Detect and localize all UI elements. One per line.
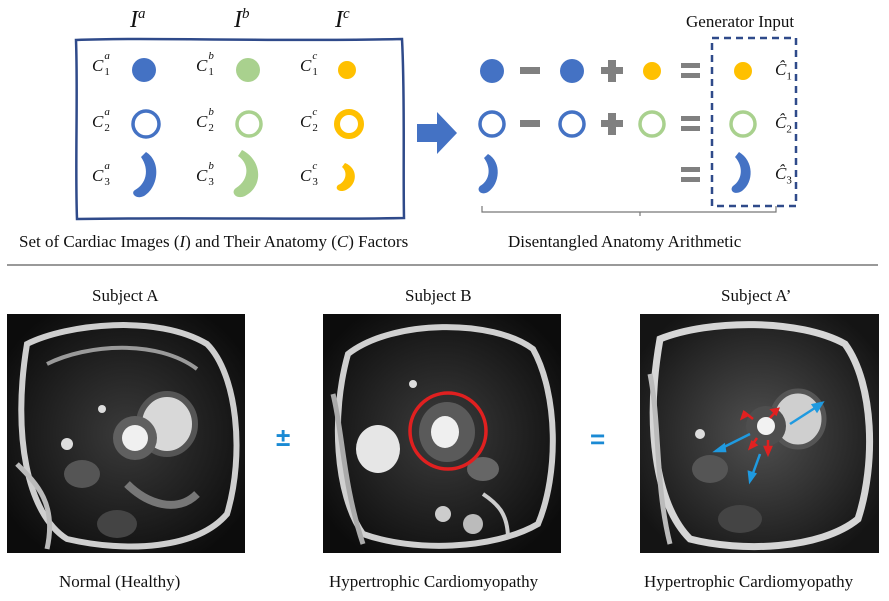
row3-operand-a [478,154,498,194]
mri-subject-a-prime [640,314,879,553]
row1-plus [601,60,623,82]
row1-operand-b [560,59,584,83]
subject-a-prime-title: Subject A’ [721,286,792,305]
row2-operand-b [558,110,586,138]
row2-minus [520,120,540,127]
myocardium-shape-b [236,58,260,82]
ring-shape-c [334,109,364,139]
crescent-shape-a [133,152,157,198]
subject-b-title: Subject B [405,286,472,305]
anatomy-shapes [131,58,364,198]
arithmetic-shapes [478,36,798,216]
section-divider [7,264,878,266]
caption-hcm-a-prime: Hypertrophic Cardiomyopathy [644,572,854,591]
transform-arrow [417,112,457,154]
caption-hcm-b: Hypertrophic Cardiomyopathy [329,572,539,591]
row2-operand-a [478,110,506,138]
equals-operator: = [590,424,606,454]
hat-label-c2: Ĉ2 [775,113,792,136]
wall-thickening-arrows [739,407,780,458]
row3-equals [681,167,700,182]
row1-result [734,62,752,80]
arithmetic-caption: Disentangled Anatomy Arithmetic [508,232,742,251]
generator-input-box [710,36,798,208]
row2-operand-c [638,110,666,138]
hcm-highlight-circle [408,391,488,471]
generator-input-label: Generator Input [686,12,795,31]
row2-plus [601,113,623,135]
crescent-shape-b [233,150,259,198]
crescent-shape-c [336,163,355,192]
subject-a-title: Subject A [92,286,159,305]
outward-expansion-arrows [712,401,825,485]
ring-shape-a [131,109,161,139]
ring-shape-b [235,110,263,138]
row1-operand-c [643,62,661,80]
column-header-b: Ib [234,6,250,33]
caption-normal: Normal (Healthy) [59,572,181,591]
hat-label-c1: Ĉ1 [775,60,792,83]
myocardium-shape-a [132,58,156,82]
row1-minus [520,67,540,74]
image-set-caption: Set of Cardiac Images (I) and Their Anat… [19,232,409,251]
row2-result [729,110,757,138]
plus-minus-operator: ± [276,422,291,452]
hat-label-c3: Ĉ3 [775,164,792,187]
bracket [481,206,777,216]
row1-operand-a [480,59,504,83]
column-header-a: Ia [130,6,146,33]
row1-equals [681,63,700,78]
myocardium-shape-c [338,61,356,79]
row2-equals [681,116,700,131]
image-set-box [74,37,406,221]
column-header-c: Ic [335,6,350,33]
row3-result [731,152,751,193]
mri-subject-a [7,314,245,553]
mri-subject-b [323,314,561,553]
